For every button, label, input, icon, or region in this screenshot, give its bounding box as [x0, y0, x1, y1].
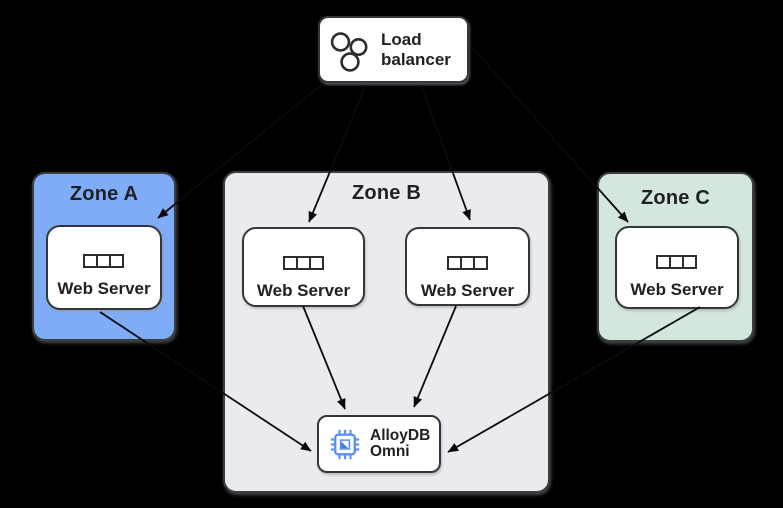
alloydb-omni-node: AlloyDB Omni	[317, 415, 441, 473]
zone-a-label: Zone A	[69, 183, 139, 205]
web-server-label: Web Server	[630, 280, 724, 299]
zone-a: Zone A Web Server	[32, 172, 176, 341]
zone-c: Zone C Web Server	[597, 172, 754, 342]
web-server-zone-b-1: Web Server	[242, 227, 365, 307]
load-balancer-circles-icon	[330, 31, 368, 72]
web-server-zone-c: Web Server	[615, 226, 739, 309]
zone-b-label: Zone B	[352, 182, 421, 204]
load-balancer-label: Load balancer	[381, 29, 451, 69]
web-server-label: Web Server	[57, 279, 151, 298]
load-balancer-node: Load balancer	[318, 16, 469, 83]
web-server-zone-a: Web Server	[46, 225, 162, 310]
server-rack-icon	[446, 256, 488, 270]
web-server-label: Web Server	[420, 281, 515, 300]
alloydb-chip-icon	[330, 429, 360, 459]
server-rack-icon	[83, 254, 124, 268]
web-server-zone-b-2: Web Server	[405, 227, 530, 306]
zone-c-label: Zone C	[641, 187, 710, 209]
web-server-label: Web Server	[256, 281, 351, 300]
alloydb-omni-label: AlloyDB Omni	[370, 427, 431, 460]
server-rack-icon	[656, 255, 697, 269]
server-rack-icon	[282, 256, 324, 270]
